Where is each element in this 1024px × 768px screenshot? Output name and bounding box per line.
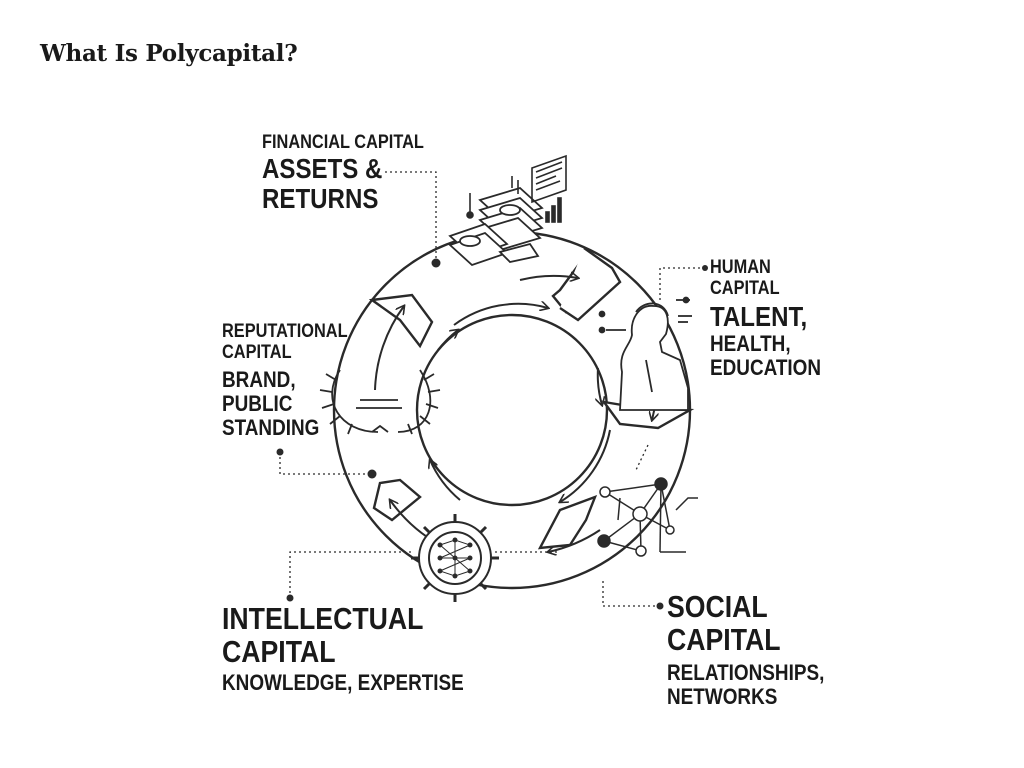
page-title: What Is Polycapital? (40, 40, 298, 67)
human-capital-name-line1: HUMAN (710, 257, 771, 278)
human-capital-headline: TALENT, (710, 301, 808, 333)
human-capital-label: HUMAN CAPITAL TALENT, HEALTH, EDUCATION (710, 257, 822, 381)
chart-document-icon (466, 154, 567, 223)
social-capital-name-line2: CAPITAL (667, 622, 781, 658)
financial-capital-label: FINANCIAL CAPITAL ASSETS & RETURNS (262, 132, 424, 214)
social-capital-detail-line2: NETWORKS (667, 683, 778, 709)
financial-capital-headline-line1: ASSETS & (262, 152, 383, 184)
social-capital-label: SOCIAL CAPITAL RELATIONSHIPS, NETWORKS (667, 590, 824, 708)
reputational-capital-name-line2: CAPITAL (222, 341, 292, 363)
social-capital-name-line1: SOCIAL (667, 589, 768, 624)
social-capital-detail-line1: RELATIONSHIPS, (667, 659, 825, 685)
financial-capital-headline-line2: RETURNS (262, 182, 379, 214)
money-stack-icon (448, 186, 544, 267)
inner-ring (415, 313, 609, 507)
gear-network-icon (411, 514, 499, 602)
person-head-icon (598, 296, 692, 411)
financial-capital-name: FINANCIAL CAPITAL (262, 132, 424, 153)
intellectual-capital-detail: KNOWLEDGE, EXPERTISE (222, 669, 464, 695)
leader-dots (276, 258, 708, 610)
laurel-wreath-icon (319, 369, 441, 435)
reputational-capital-detail-line3: STANDING (222, 414, 320, 440)
reputational-capital-label: REPUTATIONAL CAPITAL BRAND, PUBLIC STAND… (222, 321, 348, 440)
intellectual-capital-name-line1: INTELLECTUAL (222, 601, 424, 636)
network-nodes-icon (597, 477, 698, 557)
inner-arrows (374, 276, 657, 552)
reputational-capital-detail-line2: PUBLIC (222, 390, 293, 416)
human-capital-name-line2: CAPITAL (710, 277, 780, 299)
reputational-capital-detail-line1: BRAND, (222, 367, 296, 393)
human-capital-detail-line2: EDUCATION (710, 355, 822, 381)
intellectual-capital-label: INTELLECTUAL CAPITAL KNOWLEDGE, EXPERTIS… (222, 602, 464, 695)
human-capital-detail-line1: HEALTH, (710, 331, 791, 357)
leader-lines (279, 171, 705, 607)
reputational-capital-name-line1: REPUTATIONAL (222, 321, 348, 342)
intellectual-capital-name-line2: CAPITAL (222, 634, 336, 670)
